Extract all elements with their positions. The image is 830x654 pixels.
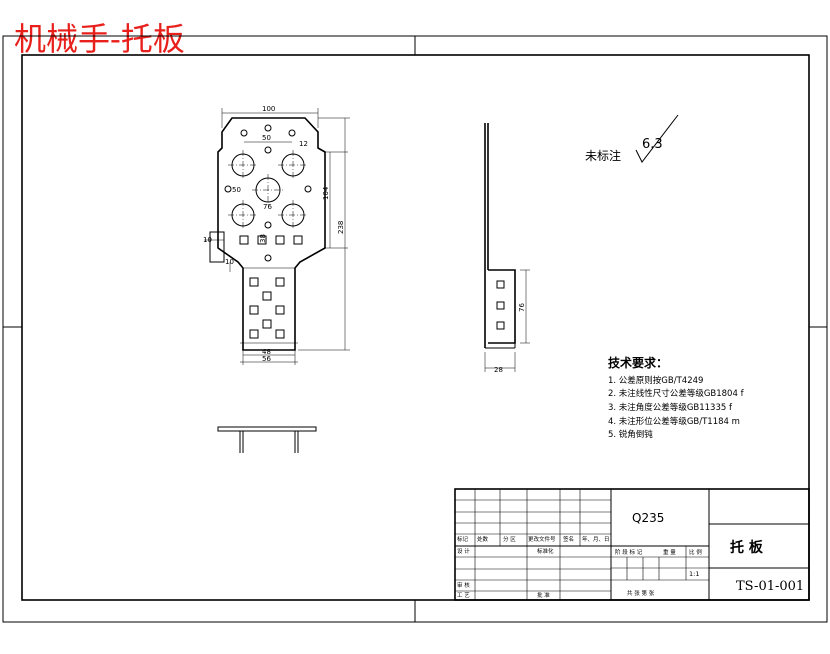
dim-slot-spacing: 38 — [259, 234, 267, 243]
roughness-value: 6.3 — [642, 137, 663, 152]
small-holes — [224, 124, 312, 262]
front-dimension-lines — [204, 108, 350, 365]
slots-lower — [249, 277, 285, 339]
stage-label: 重 量 — [663, 548, 676, 556]
dim-overall-height: 238 — [337, 221, 345, 234]
dim-left-tab: 10 — [203, 236, 212, 244]
header-label: 更改文件号 — [528, 535, 556, 543]
dim-inner-width: 50 — [232, 186, 241, 194]
centerlines — [228, 150, 308, 230]
dim-bottom-inner: 48 — [262, 348, 271, 356]
dim-side-height: 76 — [518, 303, 526, 312]
dim-hole-offset: 12 — [299, 140, 308, 148]
roughness-symbol — [635, 114, 679, 163]
dim-height-mid: 104 — [322, 186, 330, 200]
slots-upper — [239, 235, 303, 245]
requirement-item: 3. 未注角度公差等级GB11335 f — [608, 402, 733, 413]
header-label: 标记 — [457, 535, 469, 543]
header-label: 年、月、日 — [582, 535, 610, 543]
standardize-label: 标准化 — [537, 547, 554, 555]
designer-label: 设 计 — [457, 547, 470, 555]
side-view: 76 28 — [484, 123, 530, 374]
inner-border — [21, 54, 810, 601]
header-label: 签名 — [563, 535, 574, 543]
left-tab — [209, 231, 225, 263]
dim-width-top: 100 — [262, 105, 275, 113]
stage-label: 比 例 — [689, 548, 702, 556]
part-name: 托 板 — [730, 539, 764, 556]
stage-label: 阶 段 标 记 — [615, 548, 643, 556]
requirement-item: 1. 公差原则按GB/T4249 — [608, 375, 703, 386]
centering-marks — [3, 36, 827, 622]
top-view — [217, 426, 317, 453]
dim-lower-spacing: 76 — [263, 203, 272, 211]
requirements-heading: 技术要求： — [608, 355, 668, 370]
requirement-item: 5. 锐角倒钝 — [608, 429, 653, 440]
approve-label: 批 准 — [537, 591, 550, 599]
dim-hole-spacing-top: 50 — [262, 134, 271, 142]
front-view: 100 50 12 50 76 104 238 10 38 10 48 56 — [203, 105, 350, 365]
plate-outline — [217, 117, 326, 351]
audit-label: 审 核 — [457, 581, 470, 589]
requirement-item: 2. 未注线性尺寸公差等级GB1804 f — [608, 388, 745, 399]
material: Q235 — [632, 511, 664, 525]
dim-side-width: 28 — [494, 366, 503, 374]
technical-requirements: 技术要求： 1. 公差原则按GB/T4249 2. 未注线性尺寸公差等级GB18… — [608, 355, 745, 440]
roughness-label: 未标注 — [585, 148, 621, 163]
roughness-note: 未标注 6.3 — [585, 114, 679, 163]
header-label: 分 区 — [503, 535, 516, 543]
scale: 1:1 — [689, 570, 699, 578]
process-label: 工 艺 — [457, 592, 470, 599]
drawing-number: TS-01-001 — [736, 579, 804, 594]
dim-bottom-outer: 56 — [262, 355, 271, 363]
title-block: Q235 托 板 TS-01-001 1:1 标记 处数 分 区 更改文件号 签… — [454, 488, 810, 601]
drawing-title: 机械手-托板 — [14, 20, 185, 58]
outer-frame — [2, 35, 828, 623]
sheet-label: 共 张 第 张 — [627, 589, 655, 597]
requirement-item: 4. 未注形位公差等级GB/T1184 m — [608, 416, 740, 427]
dim-tab-height: 10 — [225, 258, 234, 266]
header-label: 处数 — [477, 535, 489, 543]
